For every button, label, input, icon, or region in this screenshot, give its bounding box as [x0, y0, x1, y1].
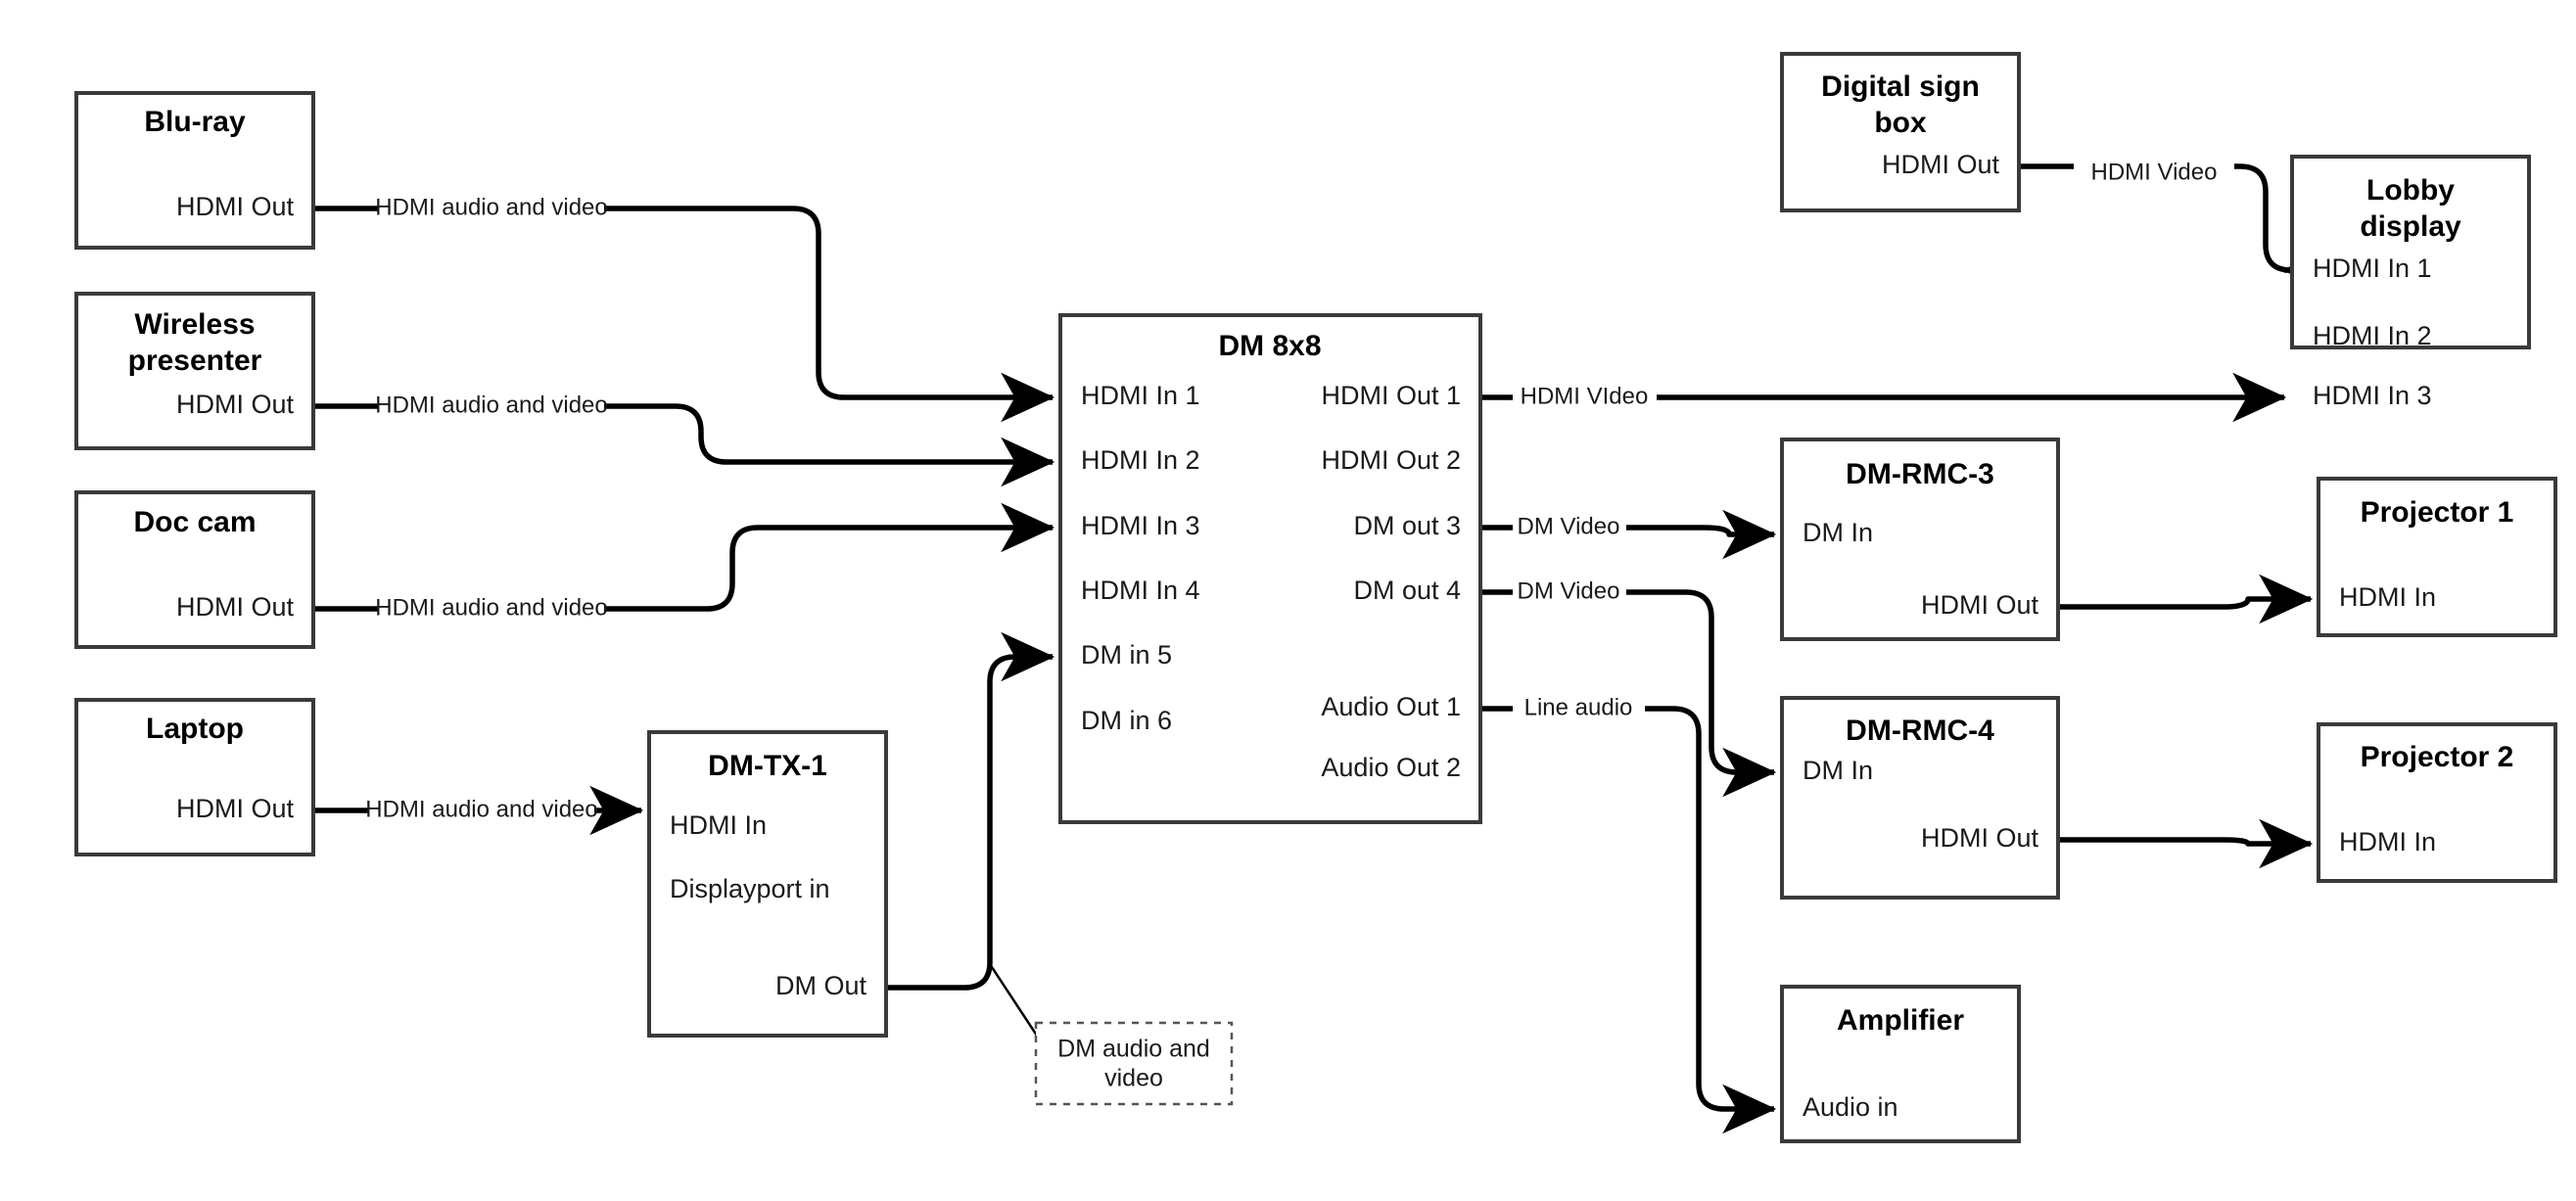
node-dm-rmc-3-box[interactable] [1780, 438, 2060, 641]
node-lobby-display[interactable]: Lobby display HDMI In 1 HDMI In 2 HDMI I… [2290, 155, 2531, 410]
edge-labels-layer: HDMI audio and video HDMI audio and vide… [365, 159, 2217, 822]
node-dm-tx-1-port-displayport-in: Displayport in [670, 874, 830, 903]
node-wireless-presenter-box[interactable] [74, 292, 315, 450]
node-projector-2-box[interactable] [2317, 722, 2557, 883]
node-dm-8x8[interactable]: DM 8x8 HDMI In 1 HDMI In 2 HDMI In 3 HDM… [1058, 313, 1482, 824]
wire-rmc3-to-proj1 [2058, 574, 2314, 624]
node-dm-rmc-4-port-dm-in: DM In [1803, 756, 1873, 785]
node-dm-8x8-title: DM 8x8 [1218, 330, 1321, 362]
node-dm-8x8-port-hdmi-in-3: HDMI In 3 [1081, 511, 1200, 540]
node-dm-tx-1-title: DM-TX-1 [708, 750, 827, 782]
edge-label-dm-audio1-to-amp: Line audio [1524, 694, 1633, 720]
node-wireless-presenter-title-line1: Wireless [134, 308, 255, 341]
wire-bluray-to-dm-in1 [313, 206, 1053, 397]
node-dm-rmc-3-port-dm-in: DM In [1803, 518, 1873, 547]
node-doc-cam-port-hdmi-out: HDMI Out [176, 592, 295, 622]
node-amplifier[interactable]: Amplifier Audio in [1780, 985, 2021, 1143]
node-laptop-box[interactable] [74, 698, 315, 856]
node-laptop-title: Laptop [146, 713, 244, 745]
leader-dm-audio-video-note [988, 963, 1045, 1045]
node-bluray-port-hdmi-out: HDMI Out [176, 192, 295, 221]
wire-dm-out4-to-rmc4 [1480, 589, 1774, 772]
wire-rmc4-to-proj2 [2058, 818, 2314, 869]
node-dm-rmc-4[interactable]: DM-RMC-4 DM In HDMI Out [1780, 696, 2060, 900]
node-dm-rmc-3[interactable]: DM-RMC-3 DM In HDMI Out [1780, 438, 2060, 641]
node-doc-cam-title: Doc cam [133, 506, 256, 538]
edge-label-dm-out1-to-lobby-in3: HDMI VIdeo [1521, 383, 1649, 409]
node-digital-sign-box-title-line1: Digital sign [1821, 70, 1980, 103]
node-digital-sign-box[interactable]: Digital sign box HDMI Out [1780, 52, 2021, 212]
node-dm-8x8-port-hdmi-in-1: HDMI In 1 [1081, 381, 1200, 410]
node-projector-1-title: Projector 1 [2361, 496, 2514, 529]
node-wireless-presenter-title-line2: presenter [128, 345, 262, 377]
node-dm-rmc-4-port-hdmi-out: HDMI Out [1921, 823, 2039, 853]
node-lobby-display-box[interactable] [2290, 155, 2531, 349]
wire-digitalsign-to-lobby-in1 [2019, 163, 2291, 270]
node-digital-sign-box-title-line2: box [1874, 107, 1927, 139]
edge-label-digitalsign-to-lobby-in1: HDMI Video [2091, 159, 2218, 185]
node-dm-8x8-port-dm-out-4: DM out 4 [1353, 576, 1461, 605]
node-dm-rmc-3-port-hdmi-out: HDMI Out [1921, 590, 2039, 620]
note-dm-audio-and-video: DM audio and video [1034, 1021, 1234, 1106]
node-lobby-display-port-hdmi-in-3: HDMI In 3 [2313, 381, 2432, 410]
node-bluray-box[interactable] [74, 91, 315, 250]
node-amplifier-title: Amplifier [1837, 1004, 1964, 1037]
node-dm-8x8-port-dm-in-5: DM in 5 [1081, 640, 1172, 670]
wire-dm-out3-to-rmc3 [1480, 528, 1774, 534]
edge-label-dm-out3-to-rmc3: DM Video [1518, 513, 1620, 539]
edge-label-doccam-to-dm-in3: HDMI audio and video [375, 594, 607, 621]
wire-dmtx1-to-dm-in5 [886, 631, 1055, 991]
node-laptop[interactable]: Laptop HDMI Out [74, 698, 315, 856]
node-digital-sign-box-box[interactable] [1780, 52, 2021, 212]
node-bluray-title: Blu-ray [144, 106, 246, 138]
node-dm-8x8-port-dm-out-3: DM out 3 [1353, 511, 1461, 540]
node-projector-2[interactable]: Projector 2 HDMI In [2317, 722, 2557, 883]
node-projector-2-port-hdmi-in: HDMI In [2339, 827, 2436, 856]
note-dm-audio-and-video-line2: video [1104, 1065, 1163, 1092]
node-doc-cam[interactable]: Doc cam HDMI Out [74, 490, 315, 649]
note-dm-audio-and-video-line1: DM audio and [1057, 1036, 1210, 1063]
edge-label-dm-out4-to-rmc4: DM Video [1518, 577, 1620, 604]
node-dm-tx-1-box[interactable] [647, 730, 888, 1038]
node-dm-rmc-4-title: DM-RMC-4 [1846, 715, 1994, 747]
wire-wireless-to-dm-in2 [313, 406, 1053, 462]
node-dm-8x8-port-hdmi-in-4: HDMI In 4 [1081, 576, 1200, 605]
node-doc-cam-box[interactable] [74, 490, 315, 649]
node-dm-8x8-port-hdmi-out-1: HDMI Out 1 [1321, 381, 1461, 410]
node-amplifier-port-audio-in: Audio in [1803, 1092, 1898, 1122]
node-projector-2-title: Projector 2 [2361, 741, 2514, 773]
wire-dm-audio1-to-amp [1480, 706, 1774, 1109]
node-lobby-display-title-line2: display [2360, 210, 2461, 243]
node-dm-8x8-port-hdmi-in-2: HDMI In 2 [1081, 445, 1200, 475]
wire-doccam-to-dm-in3 [313, 528, 1053, 612]
node-digital-sign-box-port-hdmi-out: HDMI Out [1882, 150, 2000, 179]
node-lobby-display-port-hdmi-in-2: HDMI In 2 [2313, 321, 2432, 350]
node-amplifier-box[interactable] [1780, 985, 2021, 1143]
node-dm-tx-1-port-hdmi-in: HDMI In [670, 810, 767, 840]
edge-label-bluray-to-dm-in1: HDMI audio and video [375, 194, 607, 220]
edge-label-laptop-to-dmtx1: HDMI audio and video [365, 796, 597, 822]
node-dm-tx-1-port-dm-out: DM Out [775, 971, 867, 1000]
edge-label-wireless-to-dm-in2: HDMI audio and video [375, 392, 607, 418]
node-dm-8x8-box[interactable] [1058, 313, 1482, 824]
node-projector-1-port-hdmi-in: HDMI In [2339, 582, 2436, 612]
wires-layer [313, 163, 2314, 1109]
node-wireless-presenter[interactable]: Wireless presenter HDMI Out [74, 292, 315, 450]
node-dm-8x8-port-dm-in-6: DM in 6 [1081, 706, 1172, 735]
node-bluray[interactable]: Blu-ray HDMI Out [74, 91, 315, 250]
node-lobby-display-port-hdmi-in-1: HDMI In 1 [2313, 254, 2432, 283]
node-projector-1[interactable]: Projector 1 HDMI In [2317, 477, 2557, 637]
node-dm-tx-1[interactable]: DM-TX-1 HDMI In Displayport in DM Out [647, 730, 888, 1038]
node-projector-1-box[interactable] [2317, 477, 2557, 637]
node-wireless-presenter-port-hdmi-out: HDMI Out [176, 390, 295, 419]
node-dm-8x8-port-hdmi-out-2: HDMI Out 2 [1321, 445, 1461, 475]
node-dm-rmc-3-title: DM-RMC-3 [1846, 458, 1994, 490]
node-laptop-port-hdmi-out: HDMI Out [176, 794, 295, 823]
note-dm-audio-and-video-box [1034, 1021, 1234, 1106]
node-dm-8x8-port-audio-out-1: Audio Out 1 [1321, 692, 1461, 721]
node-dm-8x8-port-audio-out-2: Audio Out 2 [1321, 753, 1461, 782]
node-dm-rmc-4-box[interactable] [1780, 696, 2060, 900]
node-lobby-display-title-line1: Lobby [2366, 174, 2455, 207]
